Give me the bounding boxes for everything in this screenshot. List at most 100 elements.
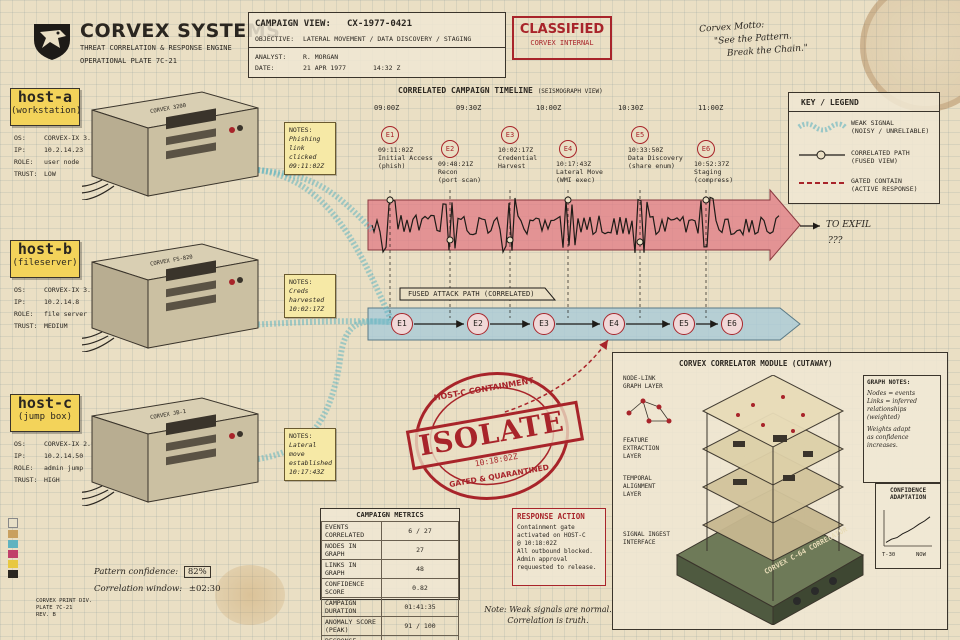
fused-node-e5: E5: [673, 313, 695, 335]
layer-temporal-l1: TEMPORAL: [623, 475, 652, 482]
timeline-red-band: [367, 188, 801, 262]
response-line-5: Admin approval: [517, 556, 568, 563]
legend-correlated-sub: (FUSED VIEW): [851, 157, 898, 165]
layer-ingest-l1: SIGNAL INGEST: [623, 531, 670, 538]
layer-graph-l2: GRAPH LAYER: [623, 383, 663, 390]
host-ip-value: 10.2.14.23: [44, 146, 84, 154]
metrics-title: CAMPAIGN METRICS: [356, 511, 424, 519]
event-pin: [506, 236, 514, 244]
adapt-title-1: CONFIDENCE: [889, 487, 927, 494]
host-role-tag: (jump box): [17, 412, 73, 423]
event-marker-e4: E4: [559, 140, 577, 158]
exfil-question: ???: [828, 236, 843, 246]
host-ip-label: IP:: [14, 146, 26, 154]
response-title: RESPONSE ACTION: [517, 512, 585, 521]
company-subtitle-2: OPERATIONAL PLATE 7C-21: [80, 57, 177, 65]
fused-label-box: [399, 287, 557, 301]
timeline-title-sub: (SEISMOGRAPH VIEW): [537, 88, 603, 95]
host-os-value: CORVEX-IX 2.9: [44, 440, 95, 448]
event-line1: Lateral Move: [556, 168, 603, 176]
event-time: 10:52:37Z: [694, 160, 730, 168]
host-role-label: ROLE:: [14, 158, 34, 166]
host-os-label: OS:: [14, 440, 26, 448]
print-division: CORVEX PRINT DIV. PLATE 7C-21 REV. B: [36, 598, 92, 619]
mini-graph-icon: [626, 398, 672, 424]
graph-note-3: relationships: [867, 406, 907, 413]
response-line-2: activated on HOST-C: [517, 532, 586, 539]
fused-node-e3: E3: [533, 313, 555, 335]
event-line1: Recon: [438, 168, 458, 176]
host-note2: established: [289, 459, 333, 467]
metric-value: 6 / 27: [381, 521, 459, 541]
metric-name: RESPONSE STATE: [321, 635, 382, 640]
host-note3: 10:17:43Z: [289, 468, 325, 476]
containment-arrow: [504, 339, 609, 413]
host-os-value: CORVEX-IX 3.2: [44, 134, 95, 142]
legend-item-correlated: CORRELATED PATH (FUSED VIEW): [851, 149, 910, 165]
footer-note-line-2: Correlation is truth.: [507, 616, 589, 625]
host-trust-value: MEDIUM: [44, 322, 68, 330]
timeline-tick: 10:30Z: [618, 104, 644, 112]
company-name: CORVEX SYSTEMS: [80, 20, 281, 42]
layer-label-ingest: SIGNAL INGEST INTERFACE: [623, 531, 670, 547]
event-line2: (compress): [694, 176, 734, 184]
analyst-value: R. MORGAN: [303, 53, 339, 61]
host-tag: host-c(jump box): [10, 394, 80, 432]
event-pin: [702, 196, 710, 204]
metric-value: 91 / 100: [381, 616, 459, 636]
campaign-view-id: CX-1977-0421: [347, 19, 413, 29]
host-trust-label: TRUST:: [14, 322, 38, 330]
legend-item-weak: WEAK SIGNAL (NOISY / UNRELIABLE): [851, 119, 929, 135]
host-note3: 10:02:17Z: [289, 305, 325, 313]
host-os-value: CORVEX-IX 3.1: [44, 286, 95, 294]
host-role-label: ROLE:: [14, 310, 34, 318]
host-note1: Phishing link: [289, 135, 321, 152]
host-note-title: NOTES:: [289, 432, 313, 440]
event-marker-e1: E1: [381, 126, 399, 144]
layer-graph-l1: NODE-LINK: [623, 375, 656, 382]
adapt-x2: NOW: [916, 552, 926, 558]
graph-note-2: Links = inferred: [867, 398, 918, 405]
timeline-tick: 09:30Z: [456, 104, 482, 112]
host-ip-value: 10.2.14.50: [44, 452, 84, 460]
host-ip-label: IP:: [14, 452, 26, 460]
correlation-window-label: Correlation window:: [94, 584, 183, 594]
legend-item-gated: GATED CONTAIN (ACTIVE RESPONSE): [851, 177, 918, 193]
response-line-6: requuested to release.: [517, 564, 597, 571]
legend-weak-sub: (NOISY / UNRELIABLE): [851, 127, 930, 135]
graph-note-4: (weighted): [867, 414, 900, 421]
layer-label-feature: FEATURE EXTRACTION LAYER: [623, 437, 659, 461]
host-trust-value: HIGH: [44, 476, 60, 484]
host-trust-label: TRUST:: [14, 476, 38, 484]
event-pin: [446, 236, 454, 244]
graph-note-1: Nodes = events: [867, 390, 916, 397]
analyst-label: ANALYST:: [255, 53, 287, 61]
footer-note-line-1: Note: Weak signals are normal.: [484, 605, 612, 614]
host-note3: 09:11:02Z: [289, 162, 325, 170]
metric-value: 48: [381, 559, 459, 579]
host-tag: host-b(fileserver): [10, 240, 80, 278]
event-line2: (port scan): [438, 176, 482, 184]
time-value: 14:32 Z: [373, 64, 401, 72]
host-tag: host-a(workstation): [10, 88, 81, 126]
objective-label: OBJECTIVE:: [255, 35, 295, 43]
host-name: host-a: [17, 88, 73, 106]
host-machine-illustration: [82, 243, 259, 352]
company-subtitle-1: THREAT CORRELATION & RESPONSE ENGINE: [80, 44, 232, 52]
response-line-3: @ 10:18:02Z: [517, 540, 557, 547]
graph-notes-title: GRAPH NOTES:: [867, 379, 911, 386]
correlation-window: Correlation window: ±02:30: [94, 584, 221, 594]
timeline-title-main: CORRELATED CAMPAIGN TIMELINE: [398, 86, 533, 95]
metrics-row: ANOMALY SCORE (PEAK)91 / 100: [321, 616, 459, 636]
